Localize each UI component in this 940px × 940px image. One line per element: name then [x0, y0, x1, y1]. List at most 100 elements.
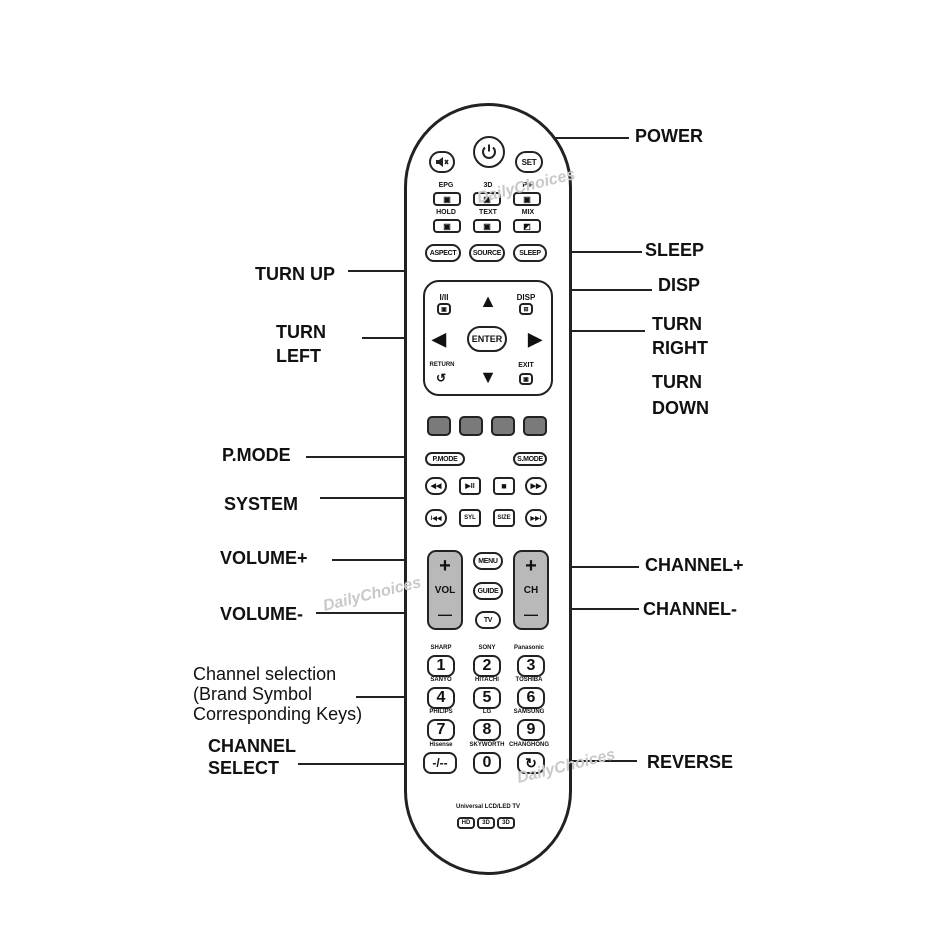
sleep-button[interactable]: SLEEP [513, 244, 547, 262]
brand-label: Panasonic [513, 645, 544, 651]
brand-label: SAMSUNG [513, 709, 545, 715]
brand-label: SONY [478, 645, 496, 651]
mix-button[interactable]: ◩ [513, 219, 541, 233]
callout-pmode: P.MODE [222, 445, 291, 465]
enter-button[interactable]: ENTER [467, 326, 507, 352]
up-button[interactable]: ▲ [475, 290, 501, 312]
digit-8-button[interactable]: 8 [473, 719, 501, 741]
digit-1-button[interactable]: 1 [427, 655, 455, 677]
brand-label: CHANGHONG [509, 742, 549, 748]
pmode-button[interactable]: P.MODE [425, 452, 465, 466]
3d-button[interactable]: ▣ [473, 192, 501, 206]
source-button[interactable]: SOURCE [469, 244, 505, 262]
pip-button[interactable]: ▣ [513, 192, 541, 206]
volume-up[interactable]: + [439, 555, 451, 577]
volume-rocker[interactable]: + VOL — [427, 550, 463, 630]
red-key[interactable] [427, 416, 451, 436]
channel-select-button[interactable]: -/-- [423, 752, 457, 774]
size-button[interactable]: SIZE [493, 509, 515, 527]
channel-label: CH [523, 584, 539, 596]
callout-channel-select: CHANNEL SELECT [208, 736, 296, 778]
dpad-frame [423, 280, 553, 396]
digit-5-button[interactable]: 5 [473, 687, 501, 709]
callout-disp: DISP [658, 275, 701, 295]
callout-volume-minus: VOLUME- [220, 604, 303, 624]
system-leader [320, 497, 428, 499]
hold-button[interactable]: ▣ [433, 219, 461, 233]
down-button[interactable]: ▼ [475, 366, 501, 388]
return-label: RETURN [429, 362, 455, 368]
tv-button[interactable]: TV [475, 611, 501, 629]
channel-down[interactable]: — [524, 606, 538, 622]
callout-power: POWER [635, 126, 704, 146]
epg-button[interactable]: ▣ [433, 192, 461, 206]
digit-4-button[interactable]: 4 [427, 687, 455, 709]
disp-button[interactable]: ⊞ [519, 303, 533, 315]
digit-7-button[interactable]: 7 [427, 719, 455, 741]
volume-minus-leader [316, 612, 444, 614]
text-button[interactable]: ▣ [473, 219, 501, 233]
rewind-button[interactable]: ◀◀ [425, 477, 447, 495]
brand-label: Hisense [429, 742, 453, 748]
aspect-button[interactable]: ASPECT [425, 244, 461, 262]
guide-button[interactable]: GUIDE [473, 582, 503, 600]
blue-key[interactable] [523, 416, 547, 436]
power-leader [517, 137, 629, 139]
sleep-leader [542, 251, 642, 253]
callout-reverse: REVERSE [647, 752, 734, 772]
channel-select-leader [298, 763, 430, 765]
return-icon[interactable]: ↺ [435, 371, 447, 385]
digit-3-button[interactable]: 3 [517, 655, 545, 677]
volume-plus-leader [332, 559, 444, 561]
channel-rocker[interactable]: + CH — [513, 550, 549, 630]
green-key[interactable] [459, 416, 483, 436]
turn-left-leader [362, 337, 424, 339]
digit-2-button[interactable]: 2 [473, 655, 501, 677]
right-button[interactable]: ▶ [523, 328, 547, 350]
brand-label: SANYO [430, 677, 452, 683]
mute-button[interactable] [429, 151, 455, 173]
text-label: TEXT [479, 209, 497, 216]
left-button[interactable]: ◀ [427, 328, 451, 350]
smode-button[interactable]: S.MODE [513, 452, 547, 466]
audio-button[interactable]: ▣ [437, 303, 451, 315]
reverse-button[interactable]: ↻ [517, 752, 545, 774]
menu-button[interactable]: MENU [473, 552, 503, 570]
power-icon [482, 144, 496, 159]
volume-down[interactable]: — [438, 606, 452, 622]
digit-6-button[interactable]: 6 [517, 687, 545, 709]
brand-label: SKYWORTH [469, 742, 505, 748]
brand-label: HITACHI [475, 677, 499, 683]
digit-0-button[interactable]: 0 [473, 752, 501, 774]
hold-label: HOLD [436, 209, 456, 216]
yellow-key[interactable] [491, 416, 515, 436]
set-button[interactable]: SET [515, 151, 543, 173]
callout-system: SYSTEM [224, 494, 299, 514]
channel-up[interactable]: + [525, 555, 537, 577]
callout-volume-plus: VOLUME+ [220, 548, 308, 568]
fast-forward-button[interactable]: ▶▶ [525, 477, 547, 495]
brand-label: SHARP [430, 645, 452, 651]
syl-button[interactable]: SYL [459, 509, 481, 527]
digit-9-button[interactable]: 9 [517, 719, 545, 741]
callout-turn-up: TURN UP [255, 264, 335, 284]
brand-label: LG [482, 709, 492, 715]
audio-label: I/II [439, 293, 449, 302]
next-button[interactable]: ▶▶I [525, 509, 547, 527]
volume-label: VOL [434, 584, 456, 596]
callout-sleep: SLEEP [645, 240, 705, 260]
callout-turn-right: TURN RIGHT [652, 314, 708, 358]
3d-label: 3D [483, 182, 493, 189]
play-pause-button[interactable]: ▶II [459, 477, 481, 495]
power-button[interactable] [473, 136, 505, 168]
3d-badge: 3D [497, 817, 515, 829]
previous-button[interactable]: I◀◀ [425, 509, 447, 527]
channel-minus-leader [529, 608, 639, 610]
brand-label: TOSHIBA [515, 677, 543, 683]
callout-turn-down: TURN DOWN [652, 372, 709, 418]
exit-button[interactable]: ▣ [519, 373, 533, 385]
epg-label: EPG [438, 182, 454, 189]
stop-button[interactable]: ■ [493, 477, 515, 495]
disp-leader [566, 289, 652, 291]
reverse-leader [525, 760, 637, 762]
